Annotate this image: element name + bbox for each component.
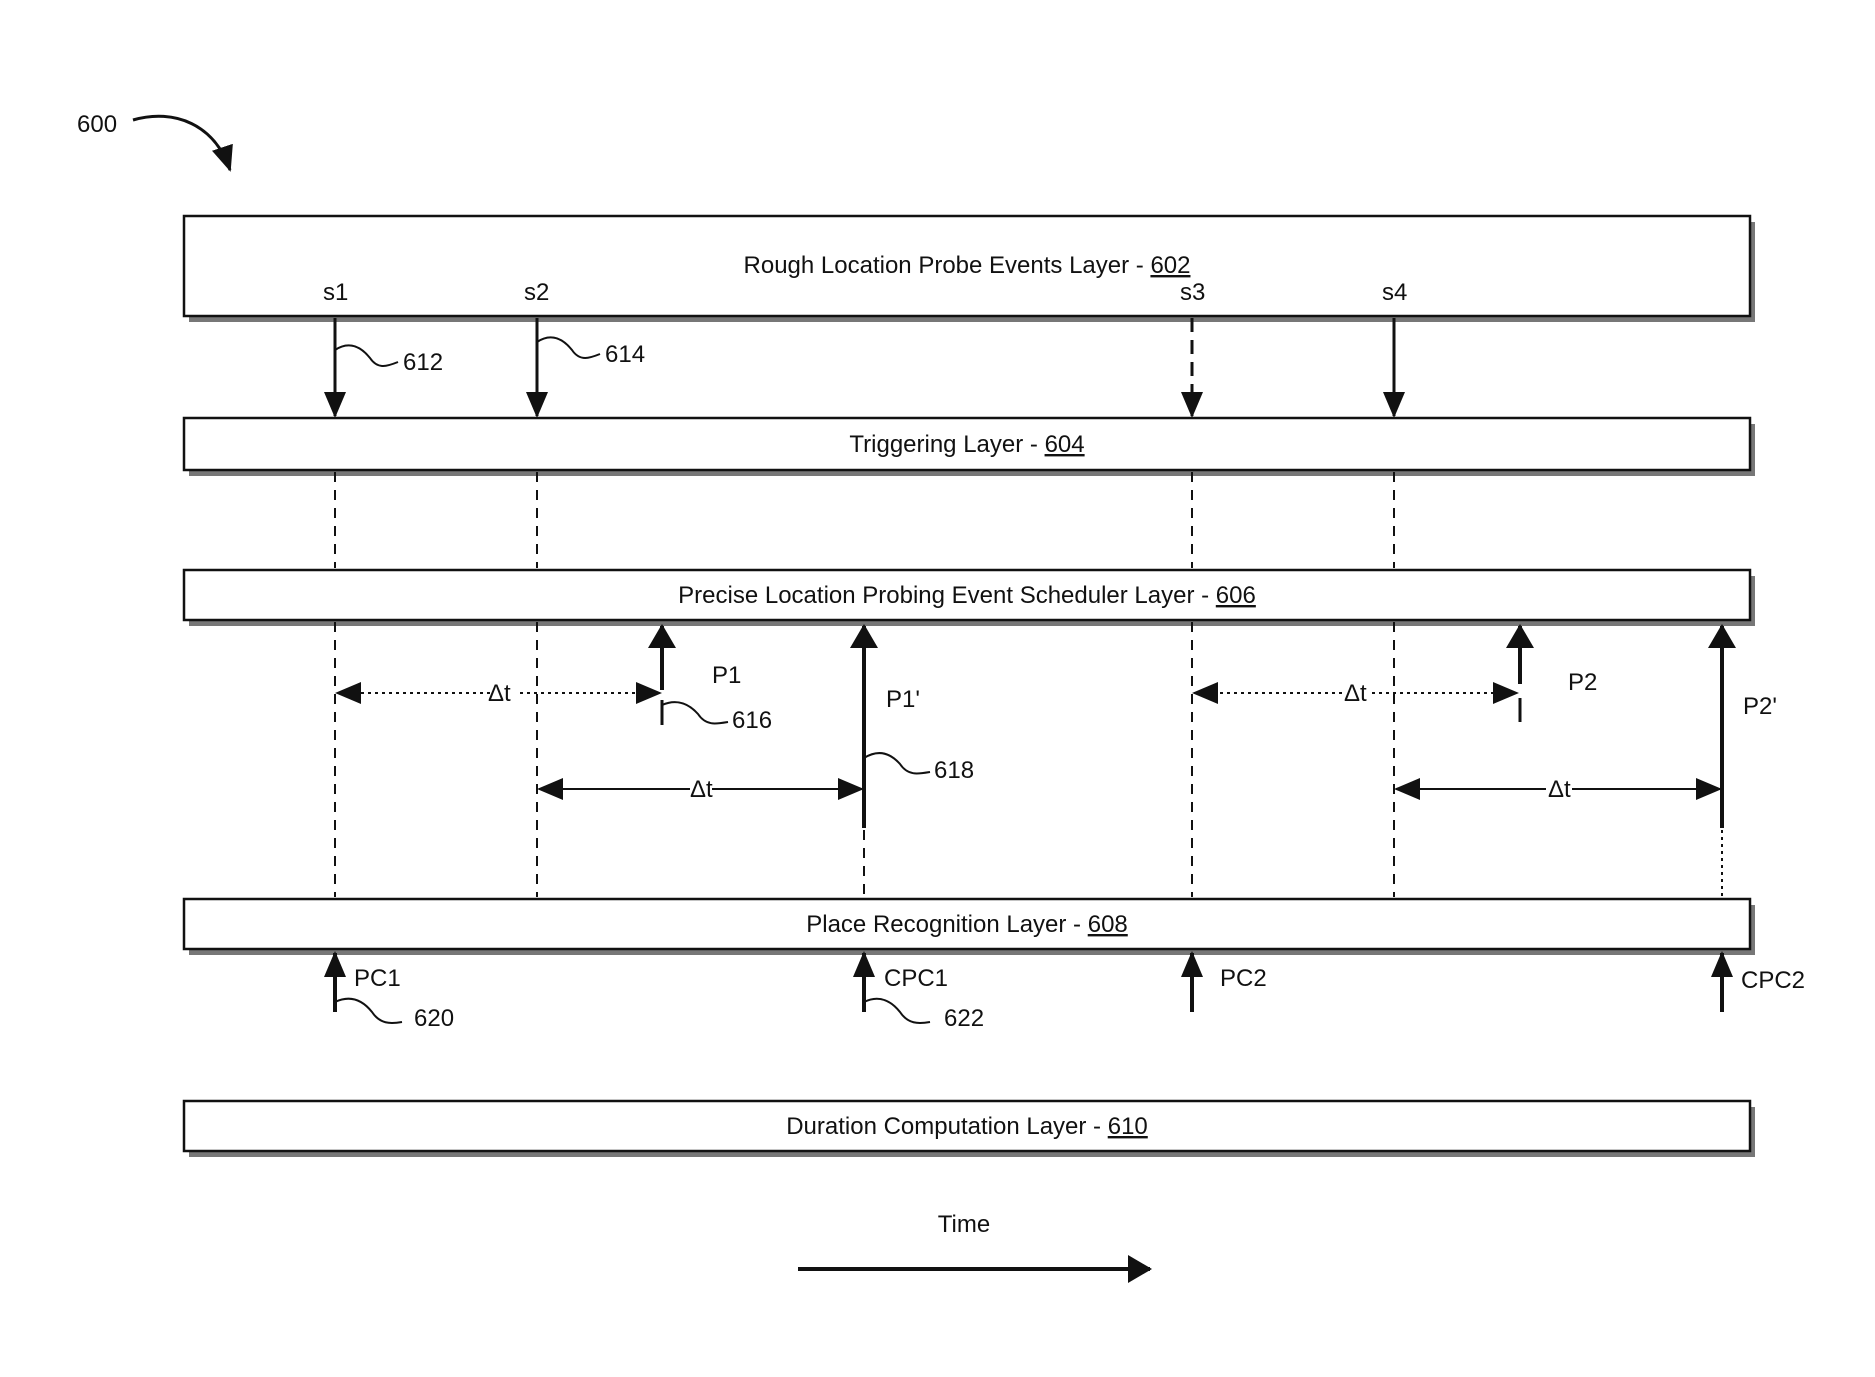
figure-ref-arrow	[133, 116, 230, 170]
signal-s1-label: s1	[323, 279, 348, 306]
duration-computation-layer: Duration Computation Layer - 610	[184, 1101, 1755, 1157]
precise-location-probing-event-scheduler-layer: Precise Location Probing Event Scheduler…	[184, 570, 1755, 626]
triggering-layer: Triggering Layer - 604	[184, 418, 1755, 476]
time-label: Time	[938, 1211, 990, 1238]
ref-612: 612	[403, 349, 443, 376]
output-pc1-label: PC1	[354, 965, 401, 992]
leader-616	[662, 702, 728, 723]
place-recognition-layer: Place Recognition Layer - 608	[184, 899, 1755, 955]
figure-ref-600: 600	[77, 111, 117, 138]
leader-612	[335, 345, 398, 366]
layer-610-number: 610	[1108, 1113, 1148, 1140]
layer-608-number: 608	[1088, 911, 1128, 938]
leader-618	[864, 753, 930, 773]
layer-608-title: Place Recognition Layer -	[806, 911, 1087, 938]
probe-p1prime-label: P1'	[886, 686, 920, 713]
leader-620	[335, 999, 402, 1023]
ref-616: 616	[732, 707, 772, 734]
signal-s3-label: s3	[1180, 279, 1205, 306]
layer-602-number: 602	[1150, 252, 1190, 279]
probe-p2-label: P2	[1568, 669, 1597, 696]
probe-p2prime-label: P2'	[1743, 693, 1777, 720]
layer-602-title: Rough Location Probe Events Layer -	[744, 252, 1151, 279]
leader-622	[864, 999, 930, 1023]
output-pc2-label: PC2	[1220, 965, 1267, 992]
signal-s2-label: s2	[524, 279, 549, 306]
delta-s3-p2-label: Δt	[1344, 680, 1367, 707]
layer-604-title: Triggering Layer -	[849, 431, 1044, 458]
layer-610-title: Duration Computation Layer -	[786, 1113, 1108, 1140]
ref-620: 620	[414, 1005, 454, 1032]
svg-text:Rough Location Probe Events La: Rough Location Probe Events Layer - 602	[744, 252, 1191, 279]
ref-618: 618	[934, 757, 974, 784]
probe-p1-label: P1	[712, 662, 741, 689]
ref-622: 622	[944, 1005, 984, 1032]
output-cpc2-label: CPC2	[1741, 967, 1805, 994]
svg-text:Triggering Layer - 604: Triggering Layer - 604	[849, 431, 1084, 458]
svg-text:Precise Location Probing Event: Precise Location Probing Event Scheduler…	[678, 582, 1256, 609]
layer-606-number: 606	[1216, 582, 1256, 609]
ref-614: 614	[605, 341, 645, 368]
signal-s4-label: s4	[1382, 279, 1407, 306]
layer-604-number: 604	[1045, 431, 1085, 458]
delta-s4-p2prime-label: Δt	[1548, 776, 1571, 803]
delta-s1-p1-label: Δt	[488, 680, 511, 707]
rough-location-probe-events-layer: Rough Location Probe Events Layer - 602	[184, 216, 1755, 322]
leader-614	[537, 337, 600, 358]
delta-s2-p1prime-label: Δt	[690, 776, 713, 803]
layer-606-title: Precise Location Probing Event Scheduler…	[678, 582, 1216, 609]
svg-text:Duration Computation Layer -: Duration Computation Layer - 610	[786, 1113, 1148, 1140]
svg-text:Place Recognition Layer - 608: Place Recognition Layer - 608	[806, 911, 1128, 938]
output-cpc1-label: CPC1	[884, 965, 948, 992]
